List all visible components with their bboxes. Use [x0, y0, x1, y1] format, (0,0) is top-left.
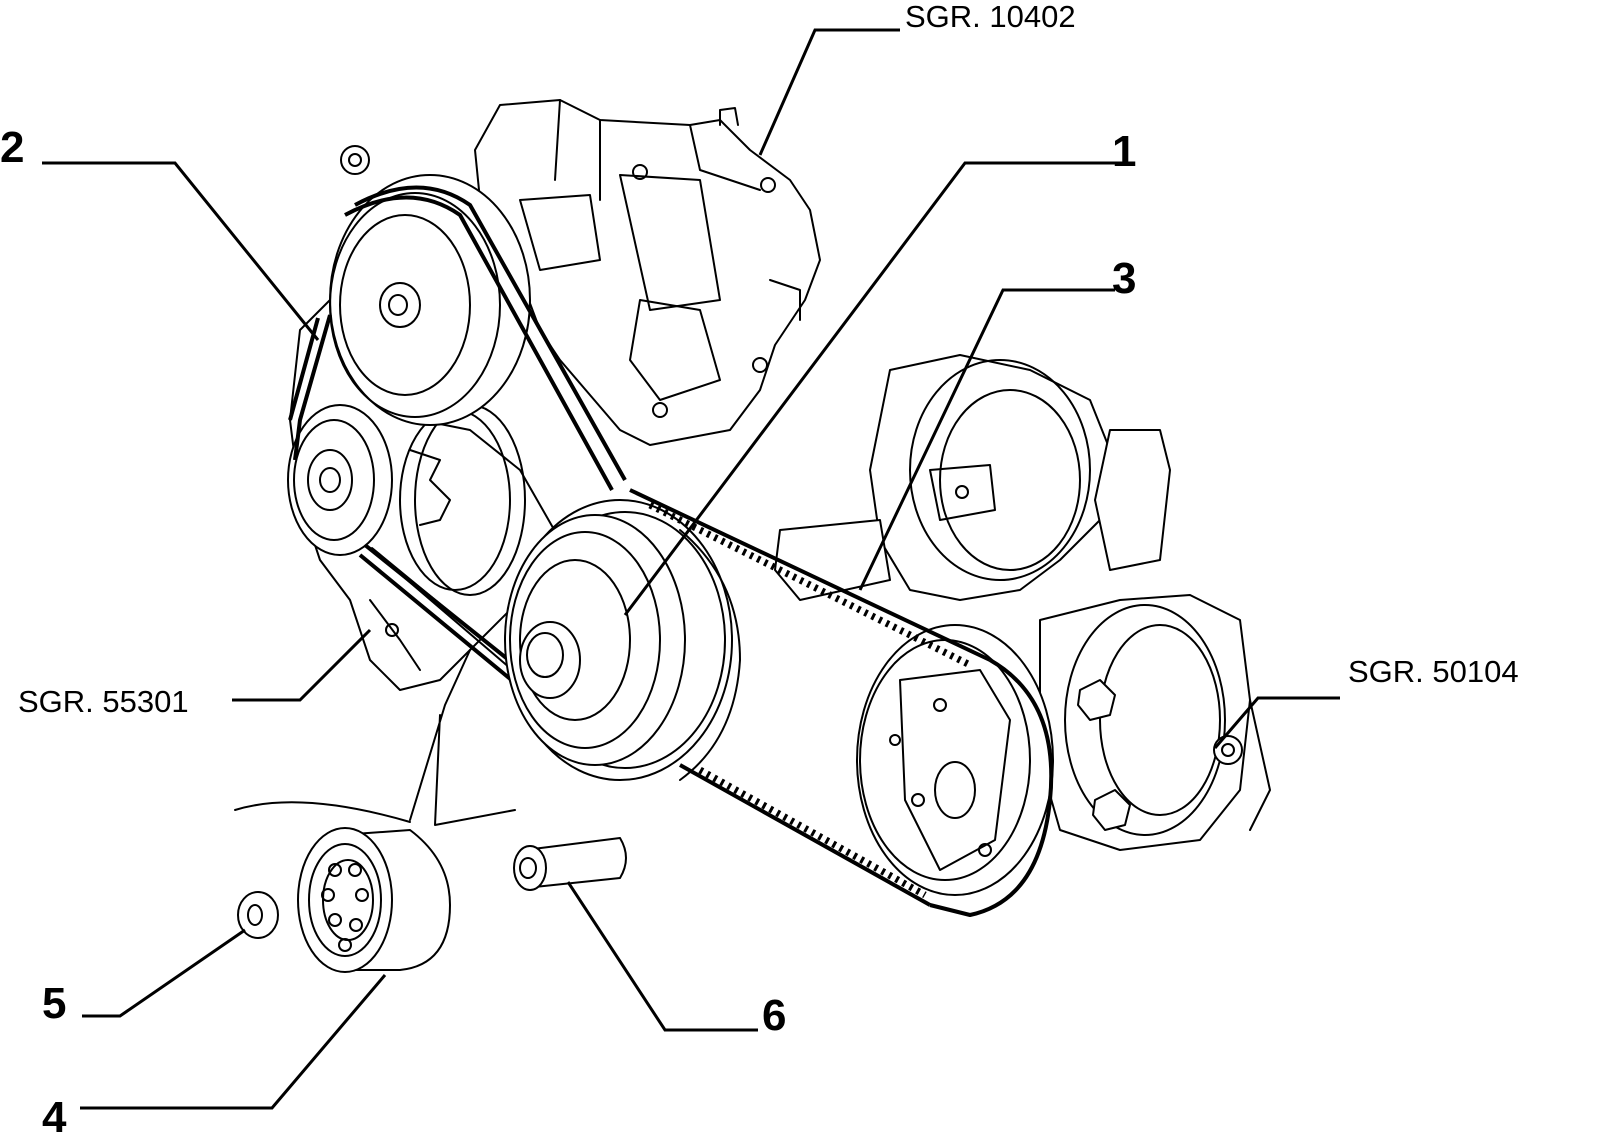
callout-1: 1 [1112, 127, 1136, 176]
leader-part-4 [80, 974, 387, 1110]
callout-6: 6 [762, 991, 786, 1040]
crankshaft [774, 354, 1171, 601]
leader-part-3 [858, 288, 1115, 591]
water-pump-housing [474, 99, 821, 446]
callout-4: 4 [42, 1093, 67, 1139]
callout-3: 3 [1112, 254, 1136, 303]
timing-sprocket [856, 624, 1054, 896]
alternator-pulley [287, 404, 393, 556]
reference-sgr-55301: SGR. 55301 [18, 684, 189, 719]
leader-part-6 [566, 881, 758, 1032]
leader-part-1 [623, 161, 1115, 616]
bolt [513, 837, 627, 891]
tensioner-bearing [297, 827, 451, 973]
leader-sgr-10402 [758, 28, 900, 156]
crankshaft-pulley [504, 499, 741, 781]
camshaft-sprocket-assembly [1039, 594, 1271, 851]
exploded-view-bracket [234, 649, 516, 826]
leader-part-5 [82, 928, 246, 1018]
reference-sgr-50104: SGR. 50104 [1348, 654, 1519, 689]
water-pump-pulley [329, 145, 531, 426]
callout-2: 2 [0, 123, 24, 172]
leader-lines [42, 28, 1340, 1110]
leader-sgr-50104 [1213, 696, 1340, 749]
reference-sgr-10402: SGR. 10402 [905, 0, 1076, 34]
leader-part-2 [42, 161, 320, 341]
washer [237, 891, 279, 939]
timing-belt [629, 488, 1054, 917]
callout-5: 5 [42, 979, 66, 1028]
leader-sgr-55301 [232, 628, 372, 702]
